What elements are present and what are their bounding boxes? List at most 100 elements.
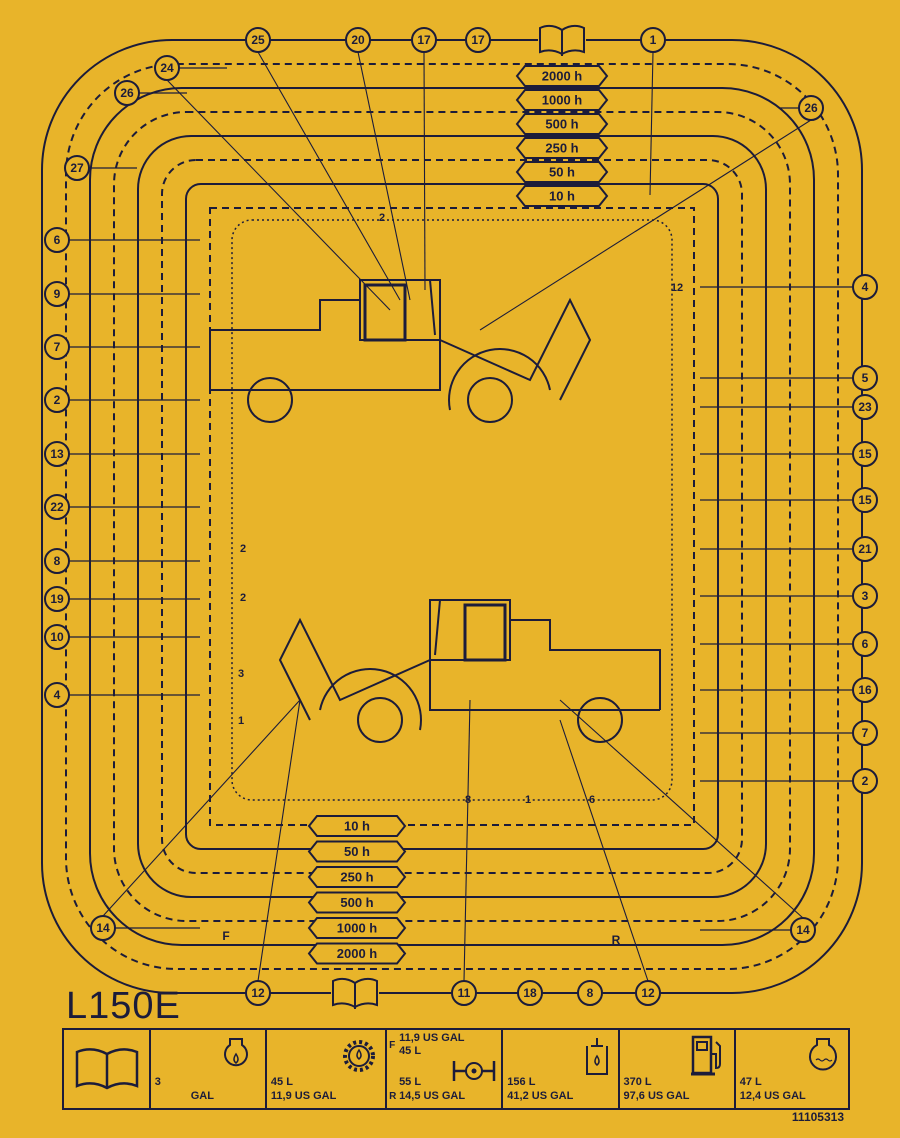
cell-axle: F 11,9 US GAL 45 L R 55 L 14,5 US GAL: [387, 1030, 504, 1108]
interval-label: 10 h: [549, 189, 575, 204]
lube-point-6[interactable]: 6: [44, 227, 70, 253]
point-number: 22: [50, 500, 64, 514]
interval-box: 500 h: [515, 113, 609, 135]
lube-point-27[interactable]: 27: [64, 155, 90, 181]
lube-point-25[interactable]: 25: [245, 27, 271, 53]
lube-point-26[interactable]: 26: [798, 95, 824, 121]
point-number: 8: [54, 554, 61, 568]
lube-point-22[interactable]: 22: [44, 494, 70, 520]
service-track: [89, 87, 815, 946]
interval-box: 10 h: [515, 185, 609, 207]
lube-point-15[interactable]: 15: [852, 441, 878, 467]
interval-label: 250 h: [340, 870, 373, 885]
interval-label: 1000 h: [542, 93, 583, 108]
front-label: F: [389, 1040, 396, 1051]
lube-point-7[interactable]: 7: [44, 334, 70, 360]
inner-label: 6: [589, 794, 595, 806]
lube-point-14[interactable]: 14: [90, 915, 116, 941]
inner-label: 3: [238, 668, 244, 680]
cell-coolant: 47 L 12,4 US GAL: [736, 1030, 848, 1108]
lube-point-2[interactable]: 2: [852, 768, 878, 794]
cell-fuel: 370 L 97,6 US GAL: [620, 1030, 736, 1108]
interval-label: 2000 h: [337, 946, 378, 961]
point-number: 11: [458, 986, 471, 1000]
model-name: L150E: [66, 985, 181, 1027]
interval-label: 250 h: [545, 141, 578, 156]
interval-label: 500 h: [545, 117, 578, 132]
interval-box: 250 h: [515, 137, 609, 159]
point-number: 12: [641, 986, 655, 1000]
interval-box: 2000 h: [307, 942, 407, 965]
engine-oil-liters: 3: [154, 1076, 161, 1088]
leader-line: [559, 719, 649, 982]
lube-point-17[interactable]: 17: [465, 27, 491, 53]
lube-point-8[interactable]: 8: [44, 548, 70, 574]
point-number: 17: [417, 33, 431, 47]
engine-oil-icon: [223, 1038, 248, 1067]
lube-point-23[interactable]: 23: [852, 394, 878, 420]
interval-label: 500 h: [340, 895, 373, 910]
lube-point-15[interactable]: 15: [852, 487, 878, 513]
point-number: 7: [54, 340, 61, 354]
point-number: 2: [862, 774, 869, 788]
lube-point-2[interactable]: 2: [44, 387, 70, 413]
part-number: 11105313: [791, 1110, 844, 1124]
lube-point-11[interactable]: 11: [451, 980, 477, 1006]
lube-point-1[interactable]: 1: [640, 27, 666, 53]
inner-label: 2: [240, 543, 246, 555]
wheel-loader-drawing: [278, 599, 661, 743]
point-number: 4: [862, 280, 869, 294]
interval-box: 2000 h: [515, 65, 609, 87]
lube-point-16[interactable]: 16: [852, 677, 878, 703]
leader-line: [257, 699, 301, 982]
lube-point-20[interactable]: 20: [345, 27, 371, 53]
inner-label: 2: [240, 592, 246, 604]
point-number: 17: [471, 33, 485, 47]
leader-line: [257, 51, 401, 301]
point-number: 14: [96, 921, 110, 935]
interval-box: 500 h: [307, 891, 407, 914]
lube-point-24[interactable]: 24: [154, 55, 180, 81]
lube-point-18[interactable]: 18: [517, 980, 543, 1006]
lube-point-26[interactable]: 26: [114, 80, 140, 106]
point-number: 25: [251, 33, 265, 47]
interval-label: 10 h: [344, 819, 370, 834]
service-track: [161, 159, 743, 874]
lube-point-13[interactable]: 13: [44, 441, 70, 467]
cell-transmission: 45 L 11,9 US GAL: [267, 1030, 388, 1108]
lube-point-3[interactable]: 3: [852, 583, 878, 609]
lube-point-12[interactable]: 12: [245, 980, 271, 1006]
interval-box: 50 h: [515, 161, 609, 183]
lube-point-4[interactable]: 4: [44, 682, 70, 708]
point-number: 24: [160, 61, 174, 75]
point-number: 4: [54, 688, 61, 702]
manual-icon: [538, 24, 586, 56]
lube-point-19[interactable]: 19: [44, 586, 70, 612]
lube-point-21[interactable]: 21: [852, 536, 878, 562]
service-track: [113, 111, 791, 922]
fuel-icon: [690, 1035, 721, 1076]
point-number: 5: [862, 371, 869, 385]
hydraulic-gal: 41,2 US GAL: [507, 1090, 574, 1102]
lube-point-17[interactable]: 17: [411, 27, 437, 53]
point-number: 7: [862, 726, 869, 740]
lube-point-5[interactable]: 5: [852, 365, 878, 391]
leader-line: [357, 51, 411, 301]
lube-point-12[interactable]: 12: [635, 980, 661, 1006]
lube-point-9[interactable]: 9: [44, 281, 70, 307]
lube-point-4[interactable]: 4: [852, 274, 878, 300]
service-track: [41, 39, 863, 994]
lube-point-7[interactable]: 7: [852, 720, 878, 746]
lube-point-14[interactable]: 14: [790, 917, 816, 943]
point-number: 23: [858, 400, 872, 414]
interval-box: 1000 h: [515, 89, 609, 111]
fuel-liters: 370 L: [623, 1076, 652, 1088]
inner-label: 2: [379, 212, 385, 224]
inner-label: 1: [525, 794, 531, 806]
lube-point-6[interactable]: 6: [852, 631, 878, 657]
lube-point-10[interactable]: 10: [44, 624, 70, 650]
interval-box: 1000 h: [307, 917, 407, 939]
point-number: 16: [858, 683, 872, 697]
point-number: 14: [796, 923, 810, 937]
lube-point-8[interactable]: 8: [577, 980, 603, 1006]
